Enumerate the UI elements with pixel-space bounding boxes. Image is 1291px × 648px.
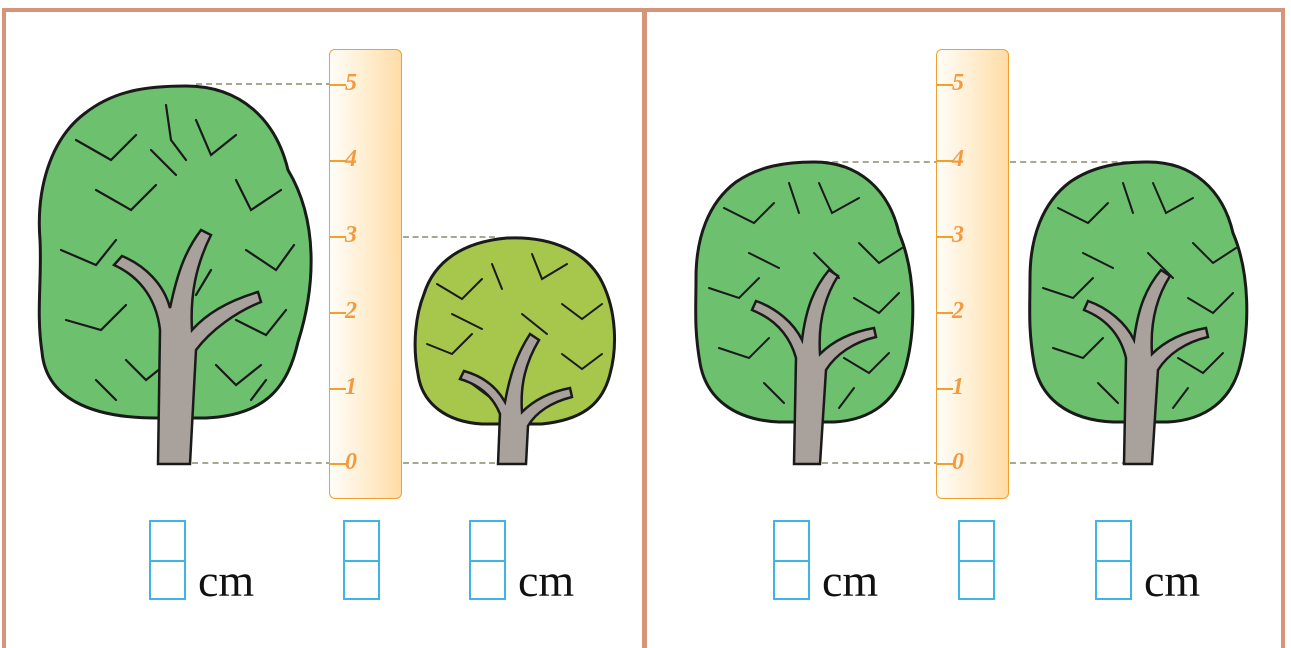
ruler-tick xyxy=(937,160,953,162)
ruler-tick xyxy=(937,236,953,238)
ruler-tick-label: 1 xyxy=(952,374,964,400)
panel-divider xyxy=(642,8,647,648)
ruler-tick-label: 4 xyxy=(345,146,357,172)
ruler-tick xyxy=(330,160,346,162)
right-ruler: 5 4 3 2 1 0 xyxy=(936,49,1009,499)
guide-line-tree-b-top xyxy=(1010,161,1138,163)
ruler-tick-label: 4 xyxy=(952,146,964,172)
ruler-tick-label: 2 xyxy=(952,298,964,324)
ruler-tick xyxy=(937,312,953,314)
ruler-tick-label: 0 xyxy=(952,449,964,475)
unit-label: cm xyxy=(1144,555,1201,606)
guide-line-tree-a-top xyxy=(822,161,940,163)
tree-a-icon xyxy=(694,160,915,466)
ruler-tick xyxy=(330,312,346,314)
unit-label: cm xyxy=(822,555,879,606)
ruler-tick-label: 0 xyxy=(345,449,357,475)
guide-line-tree-b-base xyxy=(1010,462,1138,464)
guide-line-small-tree-base xyxy=(403,462,495,464)
answer-box-small-tree[interactable] xyxy=(469,520,506,600)
guide-line-tree-a-base xyxy=(822,462,940,464)
guide-line-big-tree-base xyxy=(192,462,332,464)
ruler-tick xyxy=(330,236,346,238)
small-tree-icon xyxy=(413,236,617,466)
comparison-answer-box[interactable] xyxy=(958,520,995,600)
ruler-tick xyxy=(330,463,346,465)
ruler-tick xyxy=(937,463,953,465)
guide-line-big-tree-top xyxy=(196,83,332,85)
left-ruler: 5 4 3 2 1 0 xyxy=(329,49,402,499)
tree-b-icon xyxy=(1028,160,1249,466)
ruler-tick xyxy=(330,84,346,86)
comparison-answer-box[interactable] xyxy=(343,520,380,600)
ruler-tick-label: 5 xyxy=(345,70,357,96)
guide-line-small-tree-top xyxy=(403,236,495,238)
ruler-tick xyxy=(330,388,346,390)
big-tree-icon xyxy=(37,84,313,466)
answer-box-big-tree[interactable] xyxy=(149,520,186,600)
ruler-tick xyxy=(937,388,953,390)
unit-label: cm xyxy=(518,555,575,606)
ruler-tick-label: 1 xyxy=(345,374,357,400)
ruler-tick-label: 2 xyxy=(345,298,357,324)
ruler-tick-label: 5 xyxy=(952,70,964,96)
ruler-tick xyxy=(937,84,953,86)
answer-box-tree-b[interactable] xyxy=(1095,520,1132,600)
ruler-tick-label: 3 xyxy=(345,222,357,248)
unit-label: cm xyxy=(198,555,255,606)
ruler-tick-label: 3 xyxy=(952,222,964,248)
answer-box-tree-a[interactable] xyxy=(773,520,810,600)
